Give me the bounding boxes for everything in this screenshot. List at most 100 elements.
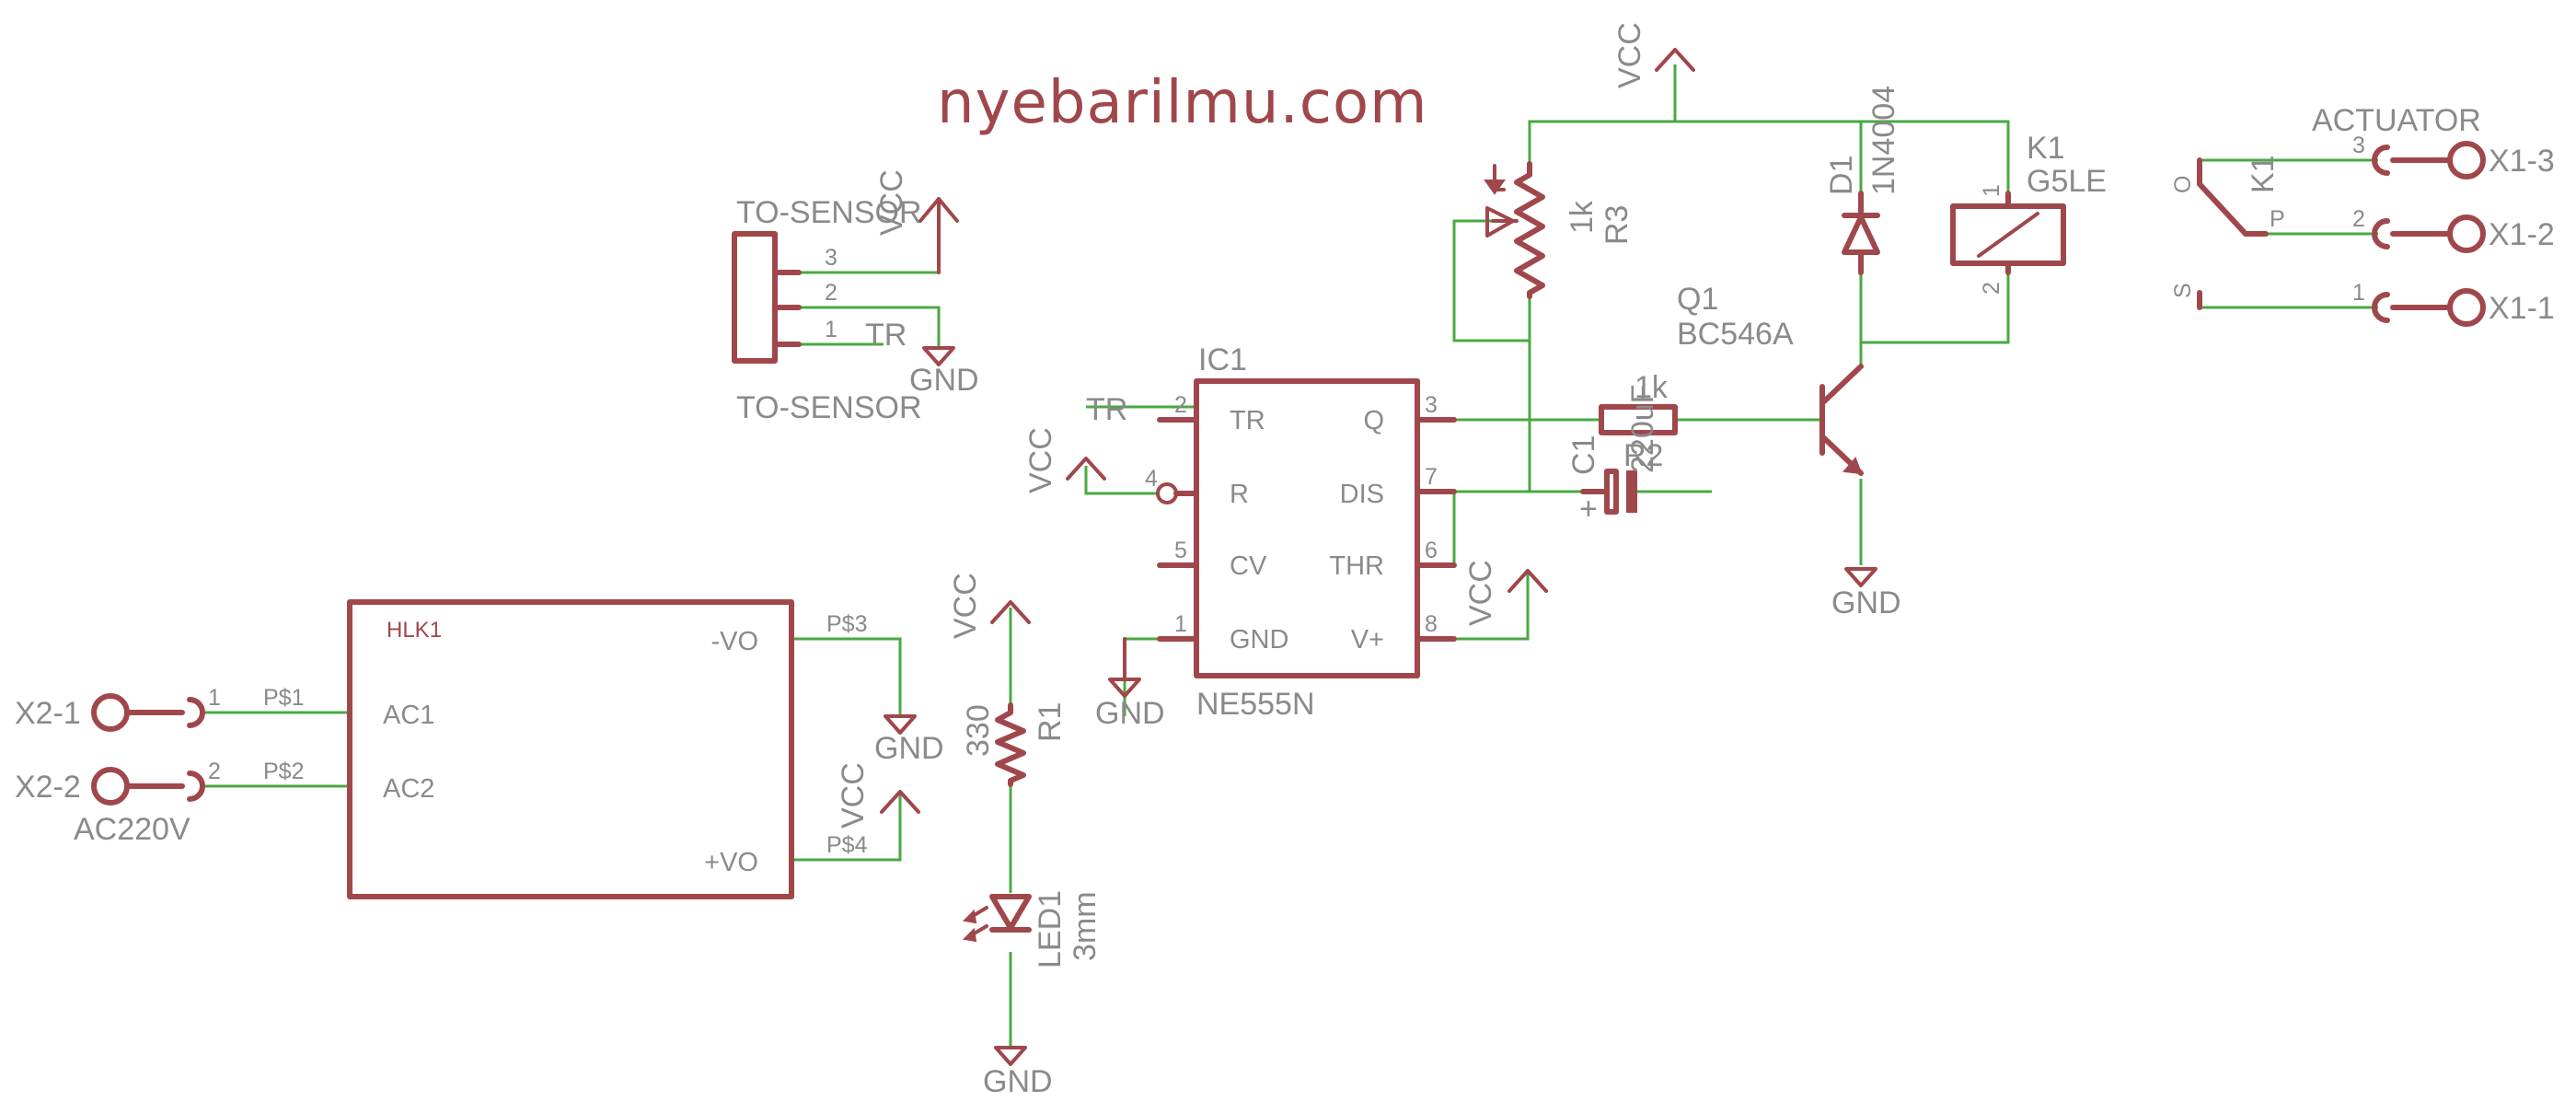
sensor-name: TO-SENSOR — [736, 195, 922, 230]
sensor-pin: 1 — [825, 317, 837, 342]
c1-polarity: + — [1579, 492, 1598, 527]
sensor-pin: 3 — [825, 245, 837, 271]
k1-name: K1 — [2027, 131, 2065, 166]
x2-terminal-1 — [91, 693, 205, 732]
hlk1-pad: P$1 — [263, 685, 304, 711]
r2-resistor: 1k R2 — [1599, 370, 1678, 473]
x1-terminal-2 — [2372, 214, 2486, 253]
hlk1-pin-vo-pos: +VO — [704, 848, 758, 877]
r1-value: 330 — [961, 704, 996, 757]
ic1-vcc-right-label: VCC — [1463, 560, 1498, 626]
x1-value: ACTUATOR — [2312, 103, 2481, 138]
r2-name: R2 — [1623, 438, 1663, 473]
ic1-pin-name: V+ — [1351, 625, 1384, 655]
led-branch: VCC 330 R1 LED1 3mm GND — [948, 573, 1103, 1099]
hlk1-pin-ac1: AC1 — [383, 701, 434, 730]
led-vcc-label: VCC — [948, 573, 983, 639]
q1-value: BC546A — [1677, 317, 1794, 352]
ic1-pin-num: 1 — [1174, 611, 1187, 637]
r1-name: R1 — [1033, 702, 1068, 742]
x1-pin: 2 — [2352, 206, 2365, 232]
ic1-value: NE555N — [1196, 687, 1315, 722]
ic1-pin-num: 4 — [1145, 466, 1158, 492]
ic1-pin-num: 2 — [1174, 392, 1187, 418]
k1-relay-coil: 1 2 K1 G5LE — [1950, 131, 2107, 295]
x2-1-label: X2-1 — [15, 696, 81, 731]
ic1-name: IC1 — [1198, 342, 1247, 377]
ic1-pin-name: CV — [1230, 551, 1267, 581]
wires — [202, 64, 2378, 1048]
sensor-pin: 2 — [825, 280, 837, 306]
c1-capacitor: + C1 220uF — [1566, 385, 1660, 527]
q1-name: Q1 — [1677, 282, 1718, 317]
x2-value: AC220V — [74, 812, 191, 847]
k1-coil-pin: 2 — [1979, 282, 2004, 295]
hlk1-pin-vo-neg: -VO — [710, 627, 758, 656]
k1-coil-pin: 1 — [1979, 184, 2004, 197]
ic1-pin-name: Q — [1363, 406, 1384, 435]
ic1-vcc-label: VCC — [1023, 427, 1058, 493]
sensor-connector: TO-SENSOR TO-SENSOR 3 2 1 TR VCC GND — [732, 169, 979, 425]
hlk1-module: HLK1 AC1 AC2 -VO +VO P$1 P$2 P$3 P$4 GND… — [263, 599, 944, 899]
r3-value: 1k — [1565, 200, 1600, 234]
hlk1-name: HLK1 — [387, 618, 442, 643]
ic1-pin-name: TR — [1230, 406, 1265, 435]
x1-3-label: X1-3 — [2489, 144, 2555, 179]
hlk1-gnd-label: GND — [874, 731, 944, 766]
k1-contact-s: S — [2170, 283, 2196, 298]
ic1-pin-num: 6 — [1425, 538, 1438, 563]
ic1-pin-name: DIS — [1340, 480, 1384, 509]
ic1-ne555: IC1 NE555N 2 4 5 1 TR R CV GND 3 7 6 8 Q… — [1023, 342, 1548, 731]
c1-value: 220uF — [1625, 385, 1660, 473]
k1-value: G5LE — [2027, 164, 2107, 199]
hlk1-pad: P$3 — [826, 611, 867, 637]
vcc-top: VCC — [1612, 22, 1695, 88]
ic1-pin-num: 3 — [1425, 392, 1438, 418]
watermark: nyebarilmu.com — [937, 69, 1427, 137]
q1-gnd-label: GND — [1831, 585, 1901, 620]
led1-value: 3mm — [1068, 891, 1103, 961]
ic1-pin-num: 7 — [1425, 464, 1438, 490]
ic1-gnd-label: GND — [1095, 696, 1165, 731]
hlk1-pad: P$2 — [263, 759, 304, 784]
c1-name: C1 — [1566, 435, 1601, 475]
ic1-pin-num: 8 — [1425, 611, 1438, 637]
q1-transistor: Q1 BC546A GND — [1677, 282, 1901, 620]
ic1-pin-name: GND — [1230, 625, 1288, 655]
led-gnd-label: GND — [983, 1064, 1053, 1099]
k1-contact-p: P — [2270, 206, 2285, 232]
k1-contact-o: O — [2170, 176, 2196, 193]
d1-name: D1 — [1824, 156, 1859, 195]
led1-name: LED1 — [1033, 890, 1068, 968]
ic1-pin-name: R — [1230, 480, 1249, 509]
sensor-value: TO-SENSOR — [736, 390, 922, 425]
r3-name: R3 — [1600, 205, 1635, 245]
x2-pin: 2 — [208, 759, 221, 784]
ic1-pin-name: THR — [1329, 551, 1384, 581]
x2-2-label: X2-2 — [15, 770, 81, 805]
x2-terminal-2 — [91, 767, 205, 805]
d1-diode: D1 1N4004 — [1824, 86, 1901, 275]
hlk1-pad: P$4 — [826, 832, 868, 858]
x1-actuator-terminal: ACTUATOR 3 2 1 X1-3 X1-2 X1-1 — [2312, 103, 2555, 327]
x1-1-label: X1-1 — [2489, 291, 2555, 326]
x1-pin: 3 — [2352, 133, 2365, 158]
sensor-tr-label: TR — [865, 318, 907, 353]
x1-terminal-3 — [2372, 141, 2486, 180]
hlk1-pin-ac2: AC2 — [383, 774, 434, 804]
r2-value: 1k — [1635, 370, 1669, 405]
r3-potentiometer: 1k R3 — [1484, 161, 1635, 299]
x2-pin: 1 — [208, 685, 221, 711]
x2-ac-terminal: 1 2 X2-1 X2-2 AC220V — [15, 685, 221, 847]
x1-2-label: X1-2 — [2489, 217, 2555, 252]
ic1-tr-label: TR — [1086, 392, 1127, 427]
k1-switch: O P S K1 — [2170, 155, 2285, 310]
x1-terminal-1 — [2372, 288, 2486, 327]
k1-switch-name: K1 — [2246, 155, 2281, 193]
ic1-pin-num: 5 — [1174, 538, 1187, 563]
sensor-vcc-label: VCC — [874, 169, 909, 236]
vcc-top-label: VCC — [1612, 22, 1647, 88]
d1-value: 1N4004 — [1866, 86, 1901, 195]
hlk1-vcc-label: VCC — [836, 762, 871, 829]
